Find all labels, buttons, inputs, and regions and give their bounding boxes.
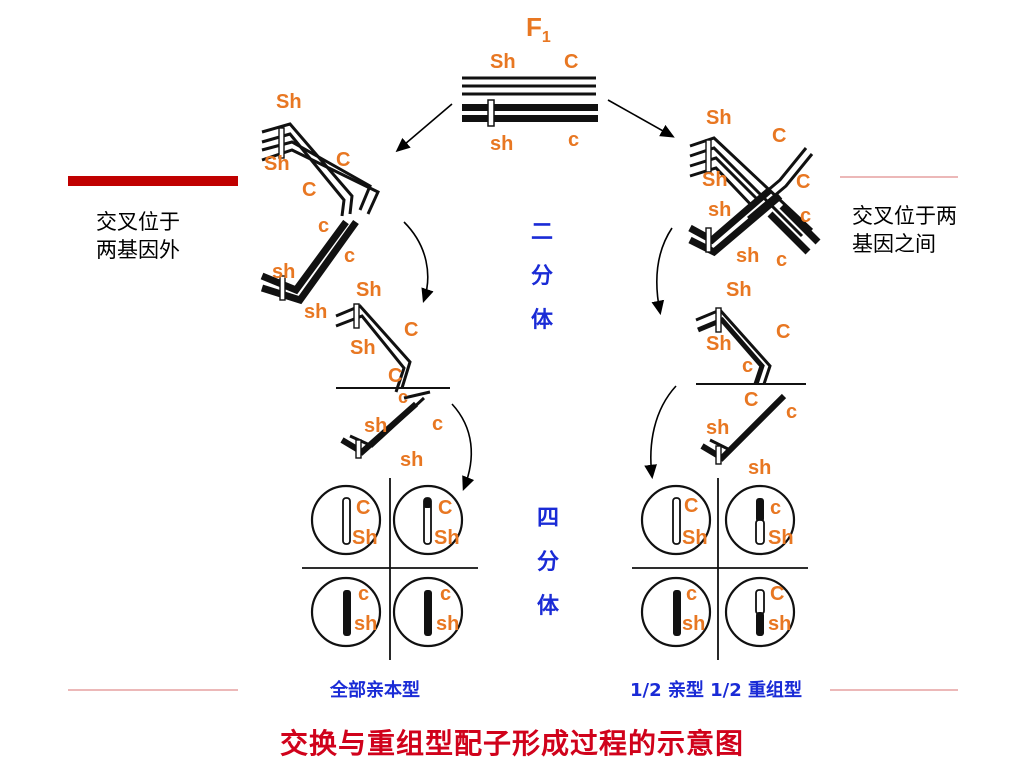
stage-tetrad-label: 四 分 体 [536, 506, 559, 619]
gene-label: C [744, 389, 759, 411]
left-tetrad-grid [302, 478, 478, 660]
left-crossing-chromosomes [260, 122, 380, 305]
right-note: 交叉位于两 基因之间 [852, 202, 957, 258]
right-arrow-1 [651, 227, 673, 316]
gene-label: C [404, 319, 419, 341]
left-arrow-1 [403, 221, 434, 304]
gene-label: c [786, 401, 798, 423]
left-note-line2: 两基因外 [96, 238, 180, 262]
tetrad-label: Sh [768, 527, 794, 549]
tetrad-label: Sh [352, 527, 378, 549]
gene-label: Sh [264, 153, 290, 175]
tetrad-label: Sh [434, 527, 460, 549]
tetrad-label: sh [354, 613, 378, 635]
top-gene-sh: sh [490, 133, 514, 155]
gene-label: sh [708, 199, 732, 221]
gene-label: sh [748, 457, 772, 479]
left-dyad-lower [340, 390, 431, 459]
top-gene-Sh: Sh [490, 51, 516, 73]
gene-label: sh [304, 301, 328, 323]
gene-label: sh [400, 449, 424, 471]
gene-label: sh [364, 415, 388, 437]
tetrad-label: sh [768, 613, 792, 635]
gene-label: c [800, 205, 812, 227]
tetrad-label: sh [682, 613, 706, 635]
right-note-line2: 基因之间 [852, 232, 936, 256]
tetrad-label: c [358, 583, 370, 605]
tetrad-label: C [438, 497, 453, 519]
gene-label: sh [706, 417, 730, 439]
stage-dyad-label: 二 分 体 [530, 220, 553, 333]
tetrad-label: C [356, 497, 371, 519]
right-dyad-lower [700, 393, 787, 465]
gene-label: c [318, 215, 330, 237]
right-tetrad-grid [632, 478, 808, 660]
gene-label: C [302, 179, 317, 201]
right-crossing-chromosomes [688, 136, 821, 257]
tetrad-label: C [770, 583, 785, 605]
tetrad-label: C [684, 495, 699, 517]
right-note-line1: 交叉位于两 [852, 204, 957, 228]
gene-label: C [336, 149, 351, 171]
gene-label: C [772, 125, 787, 147]
arrow-to-left [395, 103, 453, 153]
tetrad-label: c [686, 583, 698, 605]
tetrad-label: c [440, 583, 452, 605]
gene-label: Sh [350, 337, 376, 359]
f1-chromosomes [462, 76, 598, 127]
gene-label: Sh [276, 91, 302, 113]
left-note-line1: 交叉位于 [96, 210, 180, 234]
gene-label: sh [272, 261, 296, 283]
right-dyad-upper [695, 307, 772, 385]
gene-label: Sh [356, 279, 382, 301]
gene-label: c [344, 245, 356, 267]
gene-label: c [776, 249, 788, 271]
left-note: 交叉位于 两基因外 [96, 208, 180, 264]
gene-label: c [398, 387, 409, 407]
gene-label: Sh [706, 107, 732, 129]
gene-label: Sh [706, 333, 732, 355]
right-arrow-2 [644, 385, 677, 480]
gene-label: Sh [702, 169, 728, 191]
gene-label: sh [736, 245, 760, 267]
gene-label: c [432, 413, 444, 435]
left-caption: 全部亲本型 [330, 680, 420, 701]
gene-label: Sh [726, 279, 752, 301]
right-caption: 1/2 亲型 1/2 重组型 [630, 680, 803, 701]
left-dyad-upper [335, 303, 412, 393]
top-gene-c: c [568, 129, 580, 151]
page-title: 交换与重组型配子形成过程的示意图 [279, 727, 744, 760]
gene-label: C [388, 365, 403, 387]
gene-label: c [742, 355, 754, 377]
top-gene-C: C [564, 51, 579, 73]
left-arrow-2 [451, 403, 475, 491]
gene-label: C [796, 171, 811, 193]
gene-label: C [776, 321, 791, 343]
arrow-to-right [607, 99, 675, 138]
tetrad-label: Sh [682, 527, 708, 549]
accent-bar [68, 176, 238, 186]
tetrad-label: sh [436, 613, 460, 635]
f1-label: F1 [526, 12, 551, 47]
tetrad-label: c [770, 497, 782, 519]
